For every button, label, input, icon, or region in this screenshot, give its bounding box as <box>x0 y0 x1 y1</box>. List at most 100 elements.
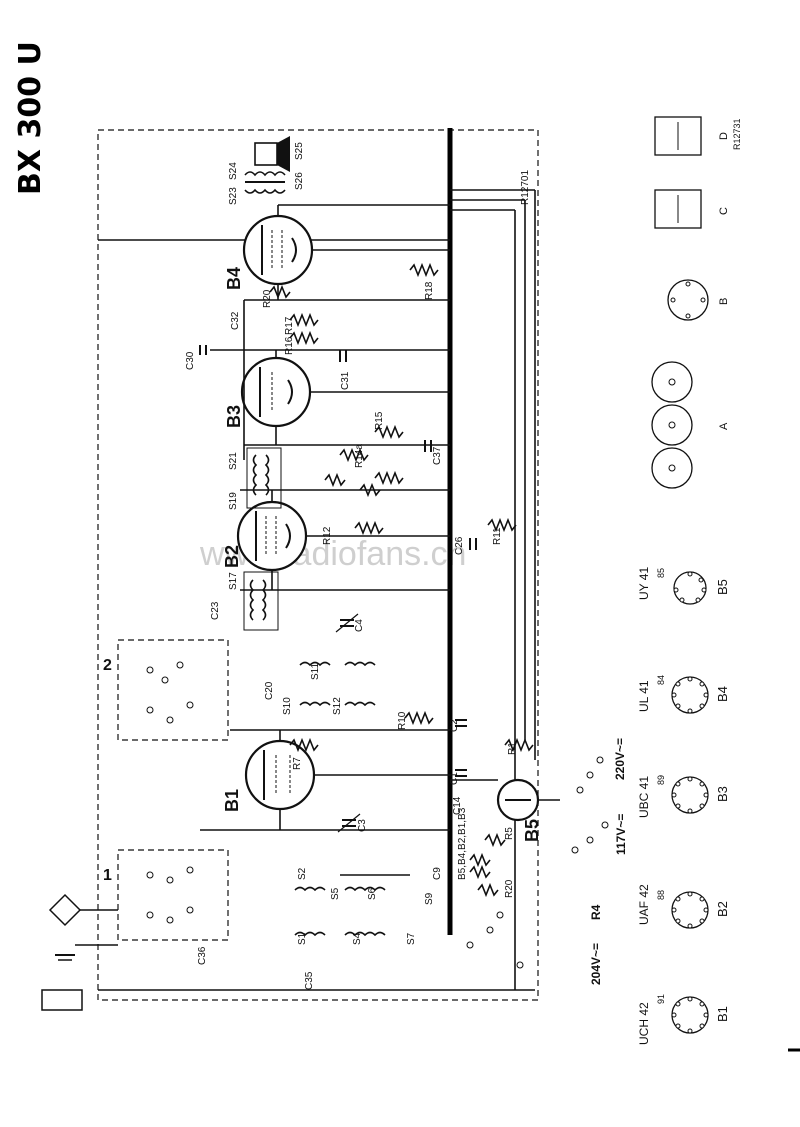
tube-base-label-b2: B2 <box>715 901 730 917</box>
label-c35: C35 <box>304 971 315 990</box>
tube-base-label-b5: B5 <box>715 579 730 595</box>
resistor-r19 <box>269 284 291 300</box>
output-transformer <box>244 171 286 194</box>
label-s21: S21 <box>228 452 239 470</box>
coil-s11-s14 <box>299 661 376 707</box>
tube-type-ul41: UL 41 <box>637 680 651 712</box>
label-c3: C3 <box>357 819 368 832</box>
tube-b5 <box>496 778 540 822</box>
tube-b4 <box>242 214 314 286</box>
tube-b2 <box>236 500 308 572</box>
switch-view-c <box>654 189 702 229</box>
label-r14a: R14a <box>354 444 365 468</box>
label-s19: S19 <box>228 492 239 510</box>
resistor-r11 <box>487 517 517 533</box>
resistor-r10 <box>404 710 434 726</box>
tube-type-uaf42: UAF 42 <box>637 884 651 925</box>
tube-label-b5: B5 <box>522 819 542 842</box>
capacitor-c30 <box>199 345 207 355</box>
chassis-outline <box>97 129 539 1001</box>
tube-code-84: 84 <box>656 675 666 685</box>
mains-117v-label: 117V~= <box>614 814 628 855</box>
ground-symbol <box>55 954 75 961</box>
tube-code-91: 91 <box>656 994 666 1004</box>
antenna-symbol <box>48 893 118 946</box>
label-r1: R1 <box>507 742 518 755</box>
label-c20: C20 <box>264 681 275 700</box>
switch-group-2-box <box>117 639 229 741</box>
label-s4: S4 <box>352 932 363 945</box>
resistor-r12 <box>354 520 384 536</box>
capacitor-c37 <box>424 440 432 452</box>
resistor-r5 <box>484 832 506 848</box>
label-r5: R5 <box>504 827 515 840</box>
label-r18: R18 <box>424 281 435 300</box>
tube-base-b1 <box>671 996 709 1034</box>
resistor-r3 <box>469 864 491 880</box>
label-s17: S17 <box>228 572 239 590</box>
label-c23: C23 <box>210 601 221 620</box>
tube-base-b2 <box>671 891 709 929</box>
capacitor-c1 <box>455 769 467 777</box>
coil-s19-s21 <box>246 447 282 509</box>
label-c1: C1 <box>449 772 460 785</box>
resistor-r18 <box>409 262 439 278</box>
tube-label-b4: B4 <box>224 267 244 290</box>
capacitor-c4-variable <box>335 613 359 633</box>
tube-base-b5 <box>673 571 707 605</box>
tube-base-label-b1: B1 <box>715 1006 730 1022</box>
label-c31: C31 <box>340 371 351 390</box>
capacitor-c31 <box>339 350 347 362</box>
resistor-r17 <box>289 312 319 328</box>
resistor-r7 <box>289 737 319 753</box>
label-s2: S2 <box>297 867 308 880</box>
label-r16: R16 <box>284 336 295 355</box>
switch-view-a <box>651 361 693 489</box>
tube-type-uch42: UCH 42 <box>637 1002 651 1045</box>
label-r10: R10 <box>397 711 408 730</box>
label-c4: C4 <box>354 619 365 632</box>
label-r19: R20 <box>262 289 273 308</box>
resistor-r14a <box>339 447 369 463</box>
switch-view-c-label: C <box>718 207 730 215</box>
label-c26: C26 <box>454 536 465 555</box>
label-c9: C9 <box>432 867 443 880</box>
switch-view-b-label: B <box>718 298 730 305</box>
label-r12: R12 <box>322 526 333 545</box>
label-c36: C36 <box>197 946 208 965</box>
tube-type-uy41: UY 41 <box>637 567 651 600</box>
r4-label: R4 <box>589 904 603 920</box>
tube-type-ubc41: UBC 41 <box>637 776 651 818</box>
label-c2: C2 <box>449 719 460 732</box>
drawing-number-2: R12731 <box>732 118 742 150</box>
tube-b1 <box>244 739 316 811</box>
label-s9: S9 <box>424 892 435 905</box>
label-c37: C37 <box>432 446 443 465</box>
capacitor-c2 <box>455 719 467 727</box>
voltage-selector <box>466 756 609 969</box>
capacitor-c3-variable <box>337 813 361 833</box>
label-s11: S11 <box>310 663 321 680</box>
label-s25: S25 <box>294 142 305 160</box>
label-s1: S1 <box>297 932 308 945</box>
switch-group-1-box <box>117 849 229 941</box>
resistor-r20 <box>477 882 499 898</box>
tube-base-label-b3: B3 <box>715 786 730 802</box>
tube-b3 <box>240 356 312 428</box>
switch-view-a-label: A <box>718 422 730 430</box>
tube-code-85: 85 <box>656 568 666 578</box>
label-r15: R15 <box>374 411 385 430</box>
tube-code-89: 89 <box>656 775 666 785</box>
resistor-r6 <box>374 470 404 486</box>
label-s7: S7 <box>406 932 417 945</box>
label-c32: C32 <box>230 311 241 330</box>
switch-view-d-label: D <box>718 132 730 140</box>
heater-chain-label: B5,B4,B2,B1,B3 <box>457 807 468 880</box>
switch-group-2-label: 2 <box>103 657 112 674</box>
label-s23: S23 <box>228 187 239 205</box>
label-s10: S10 <box>282 697 293 715</box>
tube-code-88: 88 <box>656 890 666 900</box>
label-r17: R17 <box>284 316 295 335</box>
coil-s1-s9 <box>294 874 410 937</box>
